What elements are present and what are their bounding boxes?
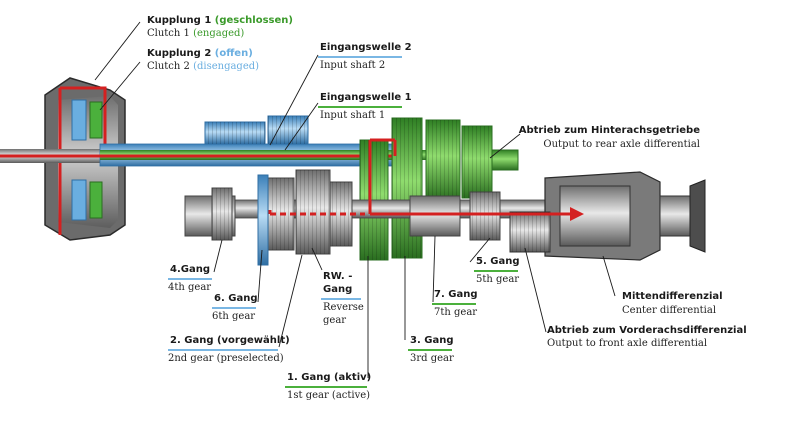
reverse-en-line2: gear <box>323 315 347 326</box>
gear2-underline <box>168 349 278 351</box>
input-shafts <box>0 143 460 167</box>
clutch-housing <box>44 77 126 241</box>
rear-output-de: Abtrieb zum Hinterachsgetriebe <box>518 125 700 136</box>
gear4-de: 4.Gang <box>170 264 210 275</box>
center-differential <box>509 171 706 261</box>
gear1-en: 1st gear (active) <box>287 390 371 401</box>
center-diff-en: Center differential <box>622 305 717 316</box>
clutch2-en-label: Clutch 2 (disengaged) <box>147 62 259 72</box>
rear-output-en: Output to rear axle differential <box>543 139 700 150</box>
input-shaft-1-underline <box>318 106 402 108</box>
reverse-underline <box>321 298 361 300</box>
gear2-de: 2. Gang (vorgewählt) <box>170 335 290 346</box>
clutch1-de-state: (geschlossen) <box>214 15 293 26</box>
gear7-en: 7th gear <box>434 307 478 318</box>
gear3-de: 3. Gang <box>410 335 454 346</box>
reverse-de-line2: Gang <box>323 284 353 295</box>
gear6-en: 6th gear <box>212 311 256 322</box>
gear5-en: 5th gear <box>476 274 520 285</box>
gear6-underline <box>212 307 256 309</box>
gear2-en: 2nd gear (preselected) <box>168 353 284 364</box>
gear6-de: 6. Gang <box>214 293 258 304</box>
gear1-underline <box>285 386 367 388</box>
center-diff-de: Mittendifferenzial <box>622 291 723 302</box>
power-flow-path <box>268 138 584 221</box>
gear4-en: 4th gear <box>168 282 212 293</box>
gear7-underline <box>432 303 476 305</box>
clutch2-de-state: (offen) <box>214 48 253 59</box>
front-output-en: Output to front axle differential <box>547 338 708 349</box>
clutch1-en-main: Clutch 1 <box>147 28 190 39</box>
leader-lines <box>94 21 616 378</box>
clutch2-de-main: Kupplung 2 <box>147 48 212 59</box>
gear4-underline <box>168 278 212 280</box>
clutch2-en-main: Clutch 2 <box>147 61 190 72</box>
reverse-de-line1: RW. - <box>323 271 353 282</box>
gear1-de: 1. Gang (aktiv) <box>287 372 372 383</box>
input-shaft-1-de: Eingangswelle 1 <box>320 92 412 103</box>
reverse-en-line1: Reverse <box>323 302 364 313</box>
front-output-de: Abtrieb zum Vorderachsdifferenzial <box>547 325 747 336</box>
gear5-underline <box>474 270 518 272</box>
input-shaft-2-de: Eingangswelle 2 <box>320 42 412 53</box>
gear3-underline <box>408 349 452 351</box>
clutch2-en-state: (disengaged) <box>193 61 260 72</box>
clutch1-en-label: Clutch 1 (engaged) <box>147 29 244 39</box>
clutch1-de-label: Kupplung 1 (geschlossen) <box>147 16 293 26</box>
gear5-de: 5. Gang <box>476 256 520 267</box>
input-shaft-1-en: Input shaft 1 <box>320 110 386 121</box>
gear3-en: 3rd gear <box>410 353 454 364</box>
clutch2-de-label: Kupplung 2 (offen) <box>147 49 253 59</box>
upper-gear-cluster <box>204 115 309 145</box>
clutch1-de-main: Kupplung 1 <box>147 15 212 26</box>
gear7-de: 7. Gang <box>434 289 478 300</box>
input-shaft-2-underline <box>318 56 402 58</box>
input-shaft-2-en: Input shaft 2 <box>320 60 386 71</box>
clutch1-en-state: (engaged) <box>193 28 245 39</box>
